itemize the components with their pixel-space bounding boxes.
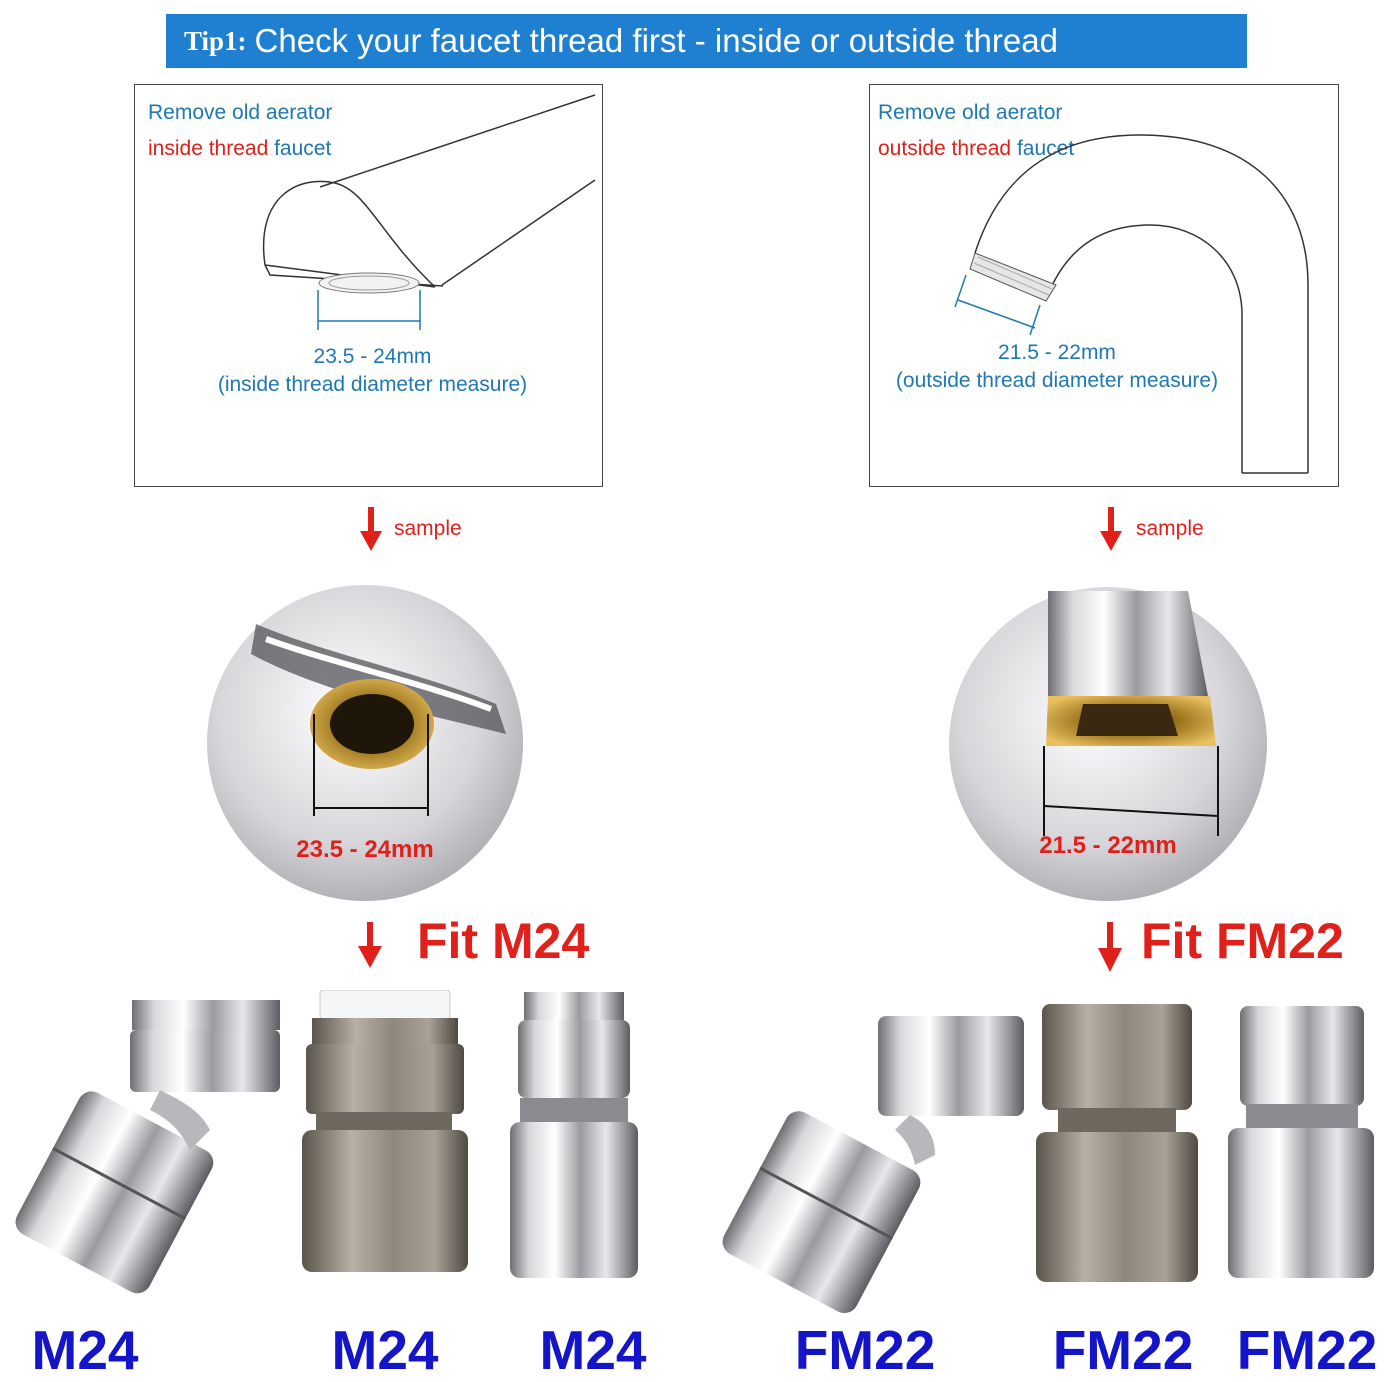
product-code: M24	[539, 1319, 647, 1381]
thread-type-label: outside thread	[878, 137, 1012, 160]
outside-thread-sample-photo: 21.5 - 22mm	[948, 586, 1268, 902]
inside-thread-sample-photo: 23.5 - 24mm	[206, 584, 524, 902]
faucet-label: faucet	[274, 137, 332, 160]
dual-aerator-chrome-m24	[510, 992, 638, 1278]
swivel-aerator-nickel-fm22	[1036, 1004, 1198, 1282]
thread-type-label: inside thread	[148, 137, 269, 160]
outside-thread-panel: Remove old aerator outside thread faucet…	[869, 84, 1339, 487]
product-code: FM22	[794, 1319, 936, 1381]
sample-label: sample	[1136, 517, 1204, 540]
photo-measure: 23.5 - 24mm	[296, 836, 434, 863]
arrow-down-icon	[1098, 922, 1122, 972]
arrow-down-icon	[1100, 507, 1122, 551]
swivel-aerator-chrome-m24	[15, 1000, 280, 1294]
outside-thread-faucet-drawing	[954, 134, 1309, 474]
tip-label: Tip1:	[184, 25, 247, 56]
fit-text: Fit M24	[417, 913, 590, 969]
arrow-down-icon	[360, 507, 382, 551]
panel-caption-type: outside thread faucet	[878, 138, 1074, 159]
product-code: M24	[331, 1319, 439, 1381]
panel-caption-type: inside thread faucet	[148, 138, 331, 159]
swivel-aerator-nickel-m24	[302, 990, 468, 1272]
left-sample-indicator: sample	[358, 505, 462, 558]
tip-banner: Tip1: Check your faucet thread first - i…	[166, 14, 1247, 68]
inside-thread-panel: Remove old aerator inside thread faucet …	[134, 84, 603, 487]
arrow-down-icon	[358, 922, 382, 968]
measure-value: 23.5 - 24mm	[313, 345, 432, 368]
dual-aerator-chrome-fm22	[1228, 1006, 1374, 1278]
panel-caption: Remove old aerator	[148, 101, 333, 124]
fit-text: Fit FM22	[1141, 913, 1344, 969]
right-sample-indicator: sample	[1098, 505, 1204, 558]
inside-thread-faucet-drawing	[262, 94, 596, 330]
measure-value: 21.5 - 22mm	[998, 341, 1116, 364]
product-code: FM22	[1052, 1319, 1194, 1381]
measure-note: (outside thread diameter measure)	[895, 369, 1219, 393]
product-photos	[15, 990, 1374, 1314]
product-code: FM22	[1236, 1319, 1378, 1381]
sample-label: sample	[394, 517, 462, 540]
tip-text: Check your faucet thread first - inside …	[254, 22, 1058, 59]
faucet-label: faucet	[1016, 137, 1075, 160]
measure-block: 21.5 - 22mm (outside thread diameter mea…	[872, 339, 1242, 396]
product-code: M24	[31, 1319, 139, 1381]
swivel-aerator-chrome-fm22	[722, 1016, 1024, 1314]
measure-block: 23.5 - 24mm (inside thread diameter meas…	[195, 343, 550, 400]
panel-caption: Remove old aerator	[878, 101, 1063, 124]
photo-measure: 21.5 - 22mm	[1039, 832, 1177, 859]
measure-note: (inside thread diameter measure)	[217, 373, 528, 397]
